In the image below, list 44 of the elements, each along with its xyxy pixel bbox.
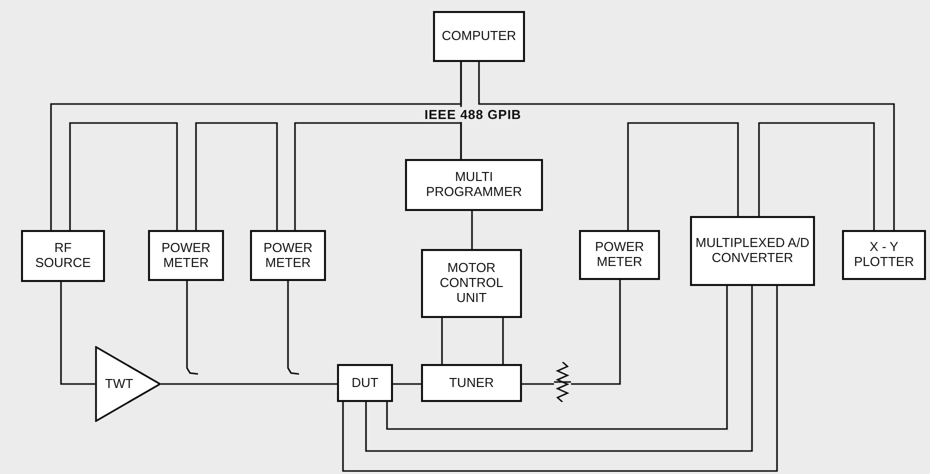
block-box [433,11,525,62]
connector-line [365,286,753,452]
block-box [842,230,926,280]
connector-line [342,286,778,472]
block-box [148,230,224,281]
connector-line [441,318,443,364]
block-label: POWER METER [262,240,314,270]
connector-line [393,383,421,385]
connector-line [502,318,504,364]
connector-line [69,122,178,230]
block-label: COMPUTER [440,29,518,44]
connector-line [386,286,728,430]
block-box [21,230,105,282]
block-label: POWER METER [594,240,646,270]
block-box [421,364,522,402]
block-label: RF SOURCE [34,241,92,271]
connector-line [571,280,621,385]
connector-line [522,383,554,385]
signal-tap-line [186,281,198,375]
connector-line [478,62,895,230]
block-box [250,230,326,281]
connector-line [758,122,875,230]
connector-line [471,211,473,249]
connector-line [60,282,95,385]
block-label: MULTI PROGRAMMER [424,170,524,200]
block-box [690,216,815,286]
connector-line [627,122,739,230]
block-box [421,249,522,318]
block-label: POWER METER [160,240,212,270]
block-label: MOTOR CONTROL UNIT [438,261,504,306]
amplifier-triangle [95,346,161,422]
block-box [579,230,660,280]
connector-line [294,122,462,230]
block-label: MULTIPLEXED A/D CONVERTER [694,236,810,266]
block-label: TWT [104,376,134,392]
block-label: X - Y PLOTTER [853,240,915,270]
resistor-symbol [554,362,571,402]
signal-tap-line [287,281,300,375]
connector-line [161,383,337,385]
connector-line [195,122,278,230]
block-box [405,159,543,211]
block-label: DUT [350,376,380,390]
block-box [337,364,393,402]
block-label: TUNER [448,376,495,390]
